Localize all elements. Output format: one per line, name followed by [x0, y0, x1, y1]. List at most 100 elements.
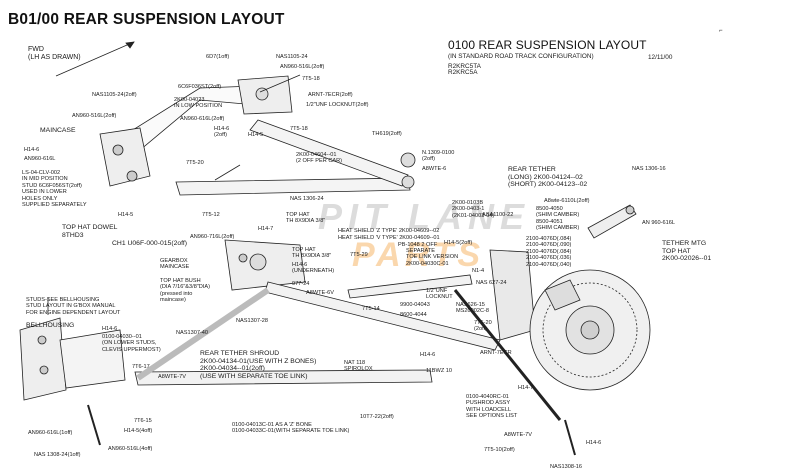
rocker-pivot — [255, 87, 269, 101]
part-label: AN960-616L(1off) — [28, 430, 73, 436]
part-label: TETHER MTG TOP HAT 2K00-02026--01 — [662, 240, 712, 263]
part-label: H14-6 — [586, 440, 602, 446]
part-label: A8WTE-7V — [158, 374, 186, 380]
part-label: H14-5 — [118, 212, 134, 218]
part-label: 7T5-29 — [350, 252, 368, 258]
part-label: 7T5-20 — [186, 160, 204, 166]
tether-link — [136, 287, 270, 381]
part-label: NAS1105-24 — [276, 54, 308, 60]
part-label: H14-6 (UNDERNEATH) — [292, 262, 335, 275]
part-label: 10T7-22(2off) — [360, 414, 394, 420]
part-label: 7T5-14 — [362, 306, 380, 312]
part-label: 0100-4040RC-01 PUSHROD ASSY WITH LOADCEL… — [466, 394, 518, 420]
upright-mid-ball-joint — [401, 175, 415, 189]
part-label: LS-04-CLV-002 IN MID POSITION STUD 6C6F0… — [22, 170, 87, 209]
part-label: H14-7 — [258, 226, 274, 232]
brake-disc-vents — [542, 282, 638, 378]
part-label: 7T5-20 (2off) — [474, 320, 492, 333]
part-label: CH1 U06F-000-015(2off) — [112, 240, 188, 247]
part-label: H14-6 (2off) — [214, 126, 230, 139]
part-label: ARNT-7ECR(2off) — [308, 92, 353, 98]
part-label: 9900-04043 — [400, 302, 430, 308]
part-label: GEARBOX MAINCASE — [160, 258, 190, 271]
bottom-bolt — [87, 404, 101, 446]
part-label: NAS 627-24 — [476, 280, 507, 286]
part-label: N1-4 — [472, 268, 485, 274]
upper-wishbone-front-arm — [175, 177, 411, 196]
part-label: REAR TETHER SHROUD 2K00-04134-01(USE WIT… — [200, 350, 317, 380]
part-label: 1/2"UNF LOCKNUT — [426, 288, 453, 301]
part-label: TOP HAT DOWEL 8THD3 — [62, 224, 118, 239]
part-label: MAINCASE — [40, 127, 76, 134]
part-label: AN 960-616L — [642, 220, 675, 226]
part-label: HEAT SHIELD 'V TYPE' 2K00-04609--01 — [338, 235, 440, 241]
part-label: REAR TETHER (LONG) 2K00-04124--02 (SHORT… — [508, 166, 588, 189]
part-label: STUDS-SEE BELLHOUSING STUD LAYOUT IN G'B… — [26, 297, 121, 316]
part-label: NAS 1306-24 — [290, 196, 324, 202]
part-label: 7T6-17 — [132, 364, 150, 370]
part-label: AN960-616L — [24, 156, 56, 162]
part-label: 977-24 — [292, 281, 310, 287]
part-label: NAS 1308-24(1off) — [34, 452, 81, 458]
model-code-1: R2KRC5TA — [448, 63, 481, 70]
part-label: A8WTE-6V — [306, 290, 334, 296]
part-label: 8500-4050 (SHIM CAMBER) 8500-4051 (SHIM … — [536, 206, 580, 232]
part-label: AN960-516L(4off) — [108, 446, 153, 452]
upper-wishbone-rear-arm — [249, 119, 409, 187]
part-label: A8wte-6110L(2off) — [544, 198, 590, 204]
part-label: SEPARATE TOE LINK VERSION 2K00-04030C-01 — [406, 248, 459, 267]
part-label: 8600-4044 — [400, 312, 427, 318]
hub-nut — [580, 320, 600, 340]
maincase-bolt-upper — [112, 144, 124, 156]
lower-wishbone-rear-arm — [134, 369, 433, 386]
pushrod-bolt — [564, 419, 576, 456]
part-label: TOP HAT TH 8X9DIA 3/8" — [292, 247, 332, 260]
part-label: BELLHOUSING — [26, 322, 75, 329]
part-label: HEAT SHIELD 'Z TYPE' 2K00-04609--02 — [338, 228, 440, 234]
part-label: NAS1307-40 — [176, 330, 209, 336]
maincase-bracket — [99, 127, 151, 187]
leader-arm — [214, 164, 241, 181]
part-label: NAS1308-16 — [550, 464, 583, 470]
part-label: NAS1105-24(2off) — [92, 92, 137, 98]
part-label: 6C6F036ST(2off) — [178, 84, 222, 90]
column-marker: ⌐ — [719, 28, 723, 34]
part-label: 7T6-15 — [134, 418, 152, 424]
model-code-2: R2KRC5A — [448, 69, 478, 76]
fwd-arrowhead — [125, 41, 135, 49]
part-label: 7T5-10(2off) — [484, 447, 515, 453]
part-label: H14-6 — [102, 326, 118, 332]
layout-subtitle: 0100 REAR SUSPENSION LAYOUT — [448, 38, 647, 52]
part-label: 0100-04013C-01 AS A 'Z' BONE 0100-04033C… — [232, 422, 350, 435]
watermark-top: PIT LANE — [318, 196, 531, 237]
part-label: H14-7 — [518, 385, 534, 391]
part-label: H14-5 — [248, 132, 264, 138]
part-label: 1/2"UNF LOCKNUT(2off) — [306, 102, 369, 108]
part-label: 7T5-12 — [202, 212, 220, 218]
part-label: 11BWZ 10 — [426, 368, 453, 374]
brake-caliper — [544, 279, 581, 311]
pushrod — [453, 289, 562, 421]
part-label: 2100-4076D(.084) 2100-4076D(.090) 2100-4… — [526, 236, 572, 268]
gearbox-pivot — [249, 253, 267, 271]
maincase-bolt-lower — [126, 170, 138, 182]
part-label: AN960-516L(2off) — [280, 64, 325, 70]
clevis-bracket — [59, 329, 126, 389]
part-label: NAS626-15 MS20002C-8 — [456, 302, 489, 315]
part-label: 6D7(1off) — [206, 54, 230, 60]
config-note: (IN STANDARD ROAD TRACK CONFIGURATION) — [448, 53, 594, 60]
bellhousing — [19, 317, 67, 401]
toe-link — [347, 274, 473, 299]
part-label: A8WTE-6 — [422, 166, 447, 172]
part-label: TOP HAT TH 8X9DIA 3/8" — [286, 212, 326, 225]
bellhousing-stud-2 — [39, 365, 49, 375]
part-label: TH619(2off) — [372, 131, 402, 137]
part-label: ASA1100-22 — [482, 212, 514, 218]
page-title: B01/00 REAR SUSPENSION LAYOUT — [8, 11, 285, 28]
part-label: 7T5-18 — [290, 126, 308, 132]
part-label: TOP HAT BUSH (DIA 7/16"&3/8"DIA) (presse… — [160, 278, 210, 304]
leader-rocker — [259, 74, 301, 93]
fwd-note: FWD (LH AS DRAWN) — [28, 46, 81, 61]
